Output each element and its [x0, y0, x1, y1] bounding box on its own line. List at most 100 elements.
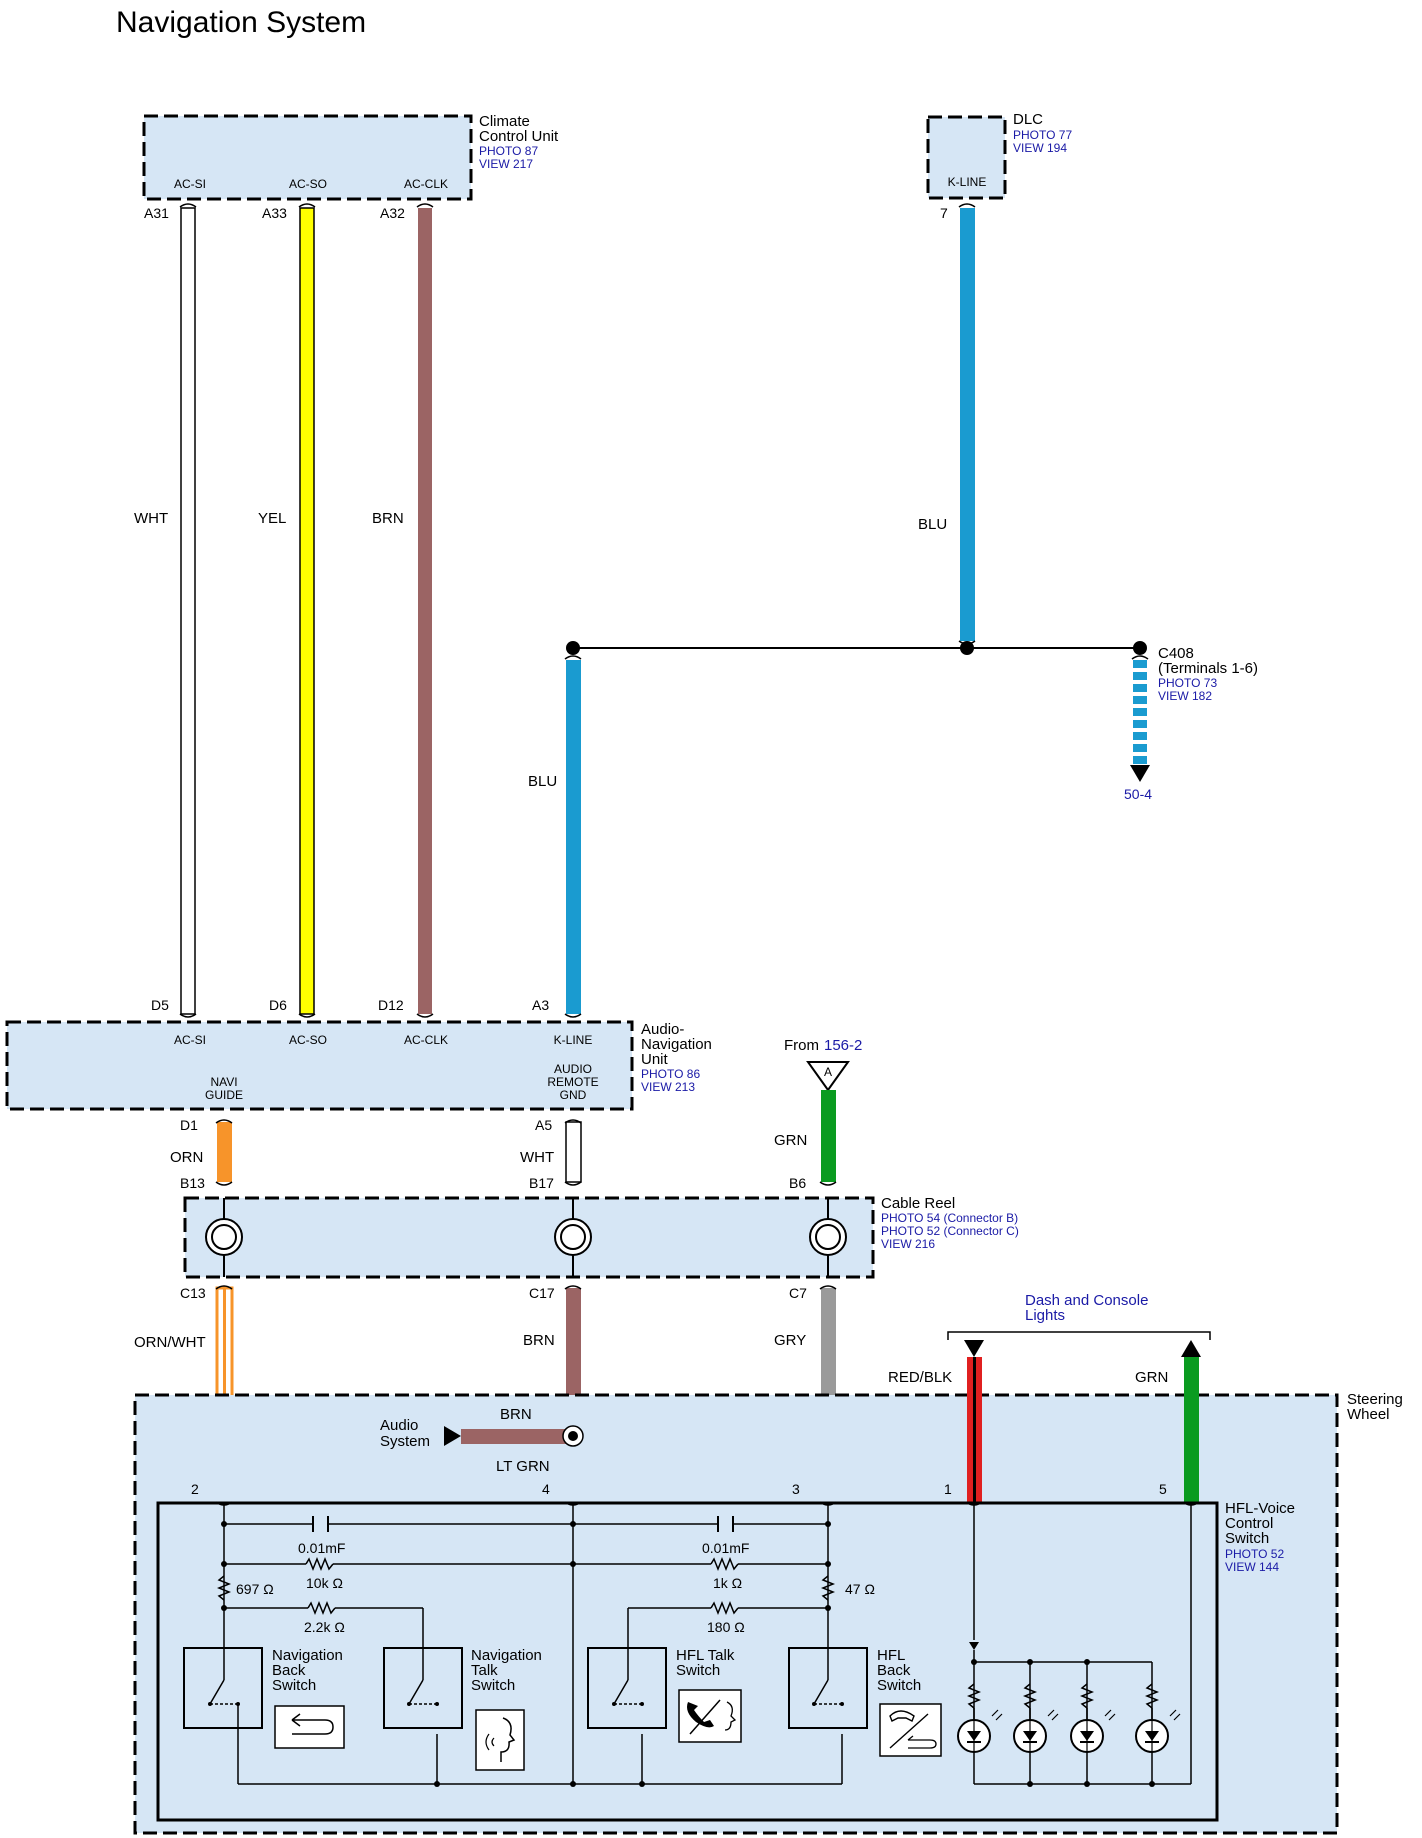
nav-gnd: GND — [560, 1088, 587, 1102]
hfl-photo: PHOTO 52 — [1225, 1547, 1284, 1561]
label-wht: WHT — [134, 510, 168, 527]
pin-a3: A3 — [532, 997, 549, 1013]
hfl-back-label-1: HFL — [877, 1647, 905, 1664]
audio-system-1: Audio — [380, 1417, 418, 1434]
nav-term-kline: K-LINE — [554, 1033, 593, 1047]
dash-lights-1: Dash and Console — [1025, 1292, 1148, 1309]
label-wht2: WHT — [520, 1149, 554, 1166]
c408-photo: PHOTO 73 — [1158, 676, 1217, 690]
pin-a31: A31 — [144, 205, 169, 221]
nav-talk-label-1: Navigation — [471, 1647, 542, 1664]
led-3 — [1070, 1683, 1116, 1753]
cable-reel-view: VIEW 216 — [881, 1237, 935, 1251]
voice-talk-icon — [475, 1709, 525, 1771]
label-orn: ORN — [170, 1149, 203, 1166]
junction-dots — [221, 1521, 1155, 1787]
label-blu-nav: BLU — [528, 773, 557, 790]
pin-b17: B17 — [529, 1175, 554, 1191]
from-letter: A — [824, 1065, 832, 1079]
climate-term-ac-so: AC-SO — [289, 177, 327, 191]
pin-d1: D1 — [180, 1117, 198, 1133]
reel-coil-2 — [554, 1198, 592, 1277]
label-yel: YEL — [258, 510, 286, 527]
dlc-name: DLC — [1013, 111, 1043, 128]
pin-sw-2: 2 — [191, 1481, 199, 1497]
nav-name-3: Unit — [641, 1051, 669, 1068]
from-prefix: From — [784, 1037, 819, 1054]
led-lamps — [957, 1683, 1181, 1753]
pin-sw-4: 4 — [542, 1481, 550, 1497]
pin-a5: A5 — [535, 1117, 552, 1133]
nav-talk-label-3: Switch — [471, 1677, 515, 1694]
nav-audio: AUDIO — [554, 1062, 592, 1076]
reel-coil-3 — [809, 1198, 847, 1277]
nav-navi: NAVI — [210, 1075, 237, 1089]
hfl-name-2: Control — [1225, 1515, 1273, 1532]
reel-coil-1 — [205, 1198, 243, 1277]
hfl-name-1: HFL-Voice — [1225, 1500, 1295, 1517]
r697-value: 697 Ω — [236, 1581, 274, 1597]
label-brn2: BRN — [523, 1332, 555, 1349]
link-50-4[interactable]: 50-4 — [1124, 786, 1152, 802]
cap1-value: 0.01mF — [298, 1540, 345, 1556]
page-title: Navigation System — [116, 6, 367, 39]
pin-a33: A33 — [262, 205, 287, 221]
c408-name: C408 — [1158, 645, 1194, 662]
nav-back-label-2: Back — [272, 1662, 306, 1679]
wire-wht-climate — [180, 207, 196, 1015]
label-gry: GRY — [774, 1332, 806, 1349]
dash-lights-2: Lights — [1025, 1307, 1065, 1324]
c408-view: VIEW 182 — [1158, 689, 1212, 703]
hfl-talk-switch: HFL Talk Switch — [587, 1647, 742, 1743]
link-156-2[interactable]: 156-2 — [824, 1037, 862, 1054]
climate-term-ac-clk: AC-CLK — [404, 177, 448, 191]
pin-sw-5: 5 — [1159, 1481, 1167, 1497]
dlc-term-kline: K-LINE — [948, 175, 987, 189]
steering-wheel-1: Steering — [1347, 1391, 1403, 1408]
led-4 — [1135, 1683, 1181, 1753]
nav-back-switch: Navigation Back Switch — [183, 1647, 345, 1749]
label-grn2: GRN — [1135, 1369, 1168, 1386]
pin-sw-1: 1 — [944, 1481, 952, 1497]
r10k-value: 10k Ω — [306, 1575, 343, 1591]
wire-yel — [299, 207, 315, 1015]
hfl-talk-label-1: HFL Talk — [676, 1647, 735, 1664]
nav-term-ac-si: AC-SI — [174, 1033, 206, 1047]
climate-view: VIEW 217 — [479, 157, 533, 171]
nav-remote: REMOTE — [547, 1075, 598, 1089]
audio-system-2: System — [380, 1433, 430, 1450]
cap2-value: 0.01mF — [702, 1540, 749, 1556]
climate-name-1: Climate — [479, 113, 530, 130]
climate-control-unit: AC-SI AC-SO AC-CLK Climate Control Unit … — [142, 113, 559, 201]
wire-grn-lights — [1184, 1357, 1199, 1502]
cable-reel-name: Cable Reel — [881, 1195, 955, 1212]
nav-term-ac-so: AC-SO — [289, 1033, 327, 1047]
r22k-value: 2.2k Ω — [304, 1619, 345, 1635]
pin-a32: A32 — [380, 205, 405, 221]
pin-c17: C17 — [529, 1285, 555, 1301]
pin-sw-3: 3 — [792, 1481, 800, 1497]
wire-blu-nav — [566, 660, 581, 1014]
wire-orn — [217, 1122, 232, 1182]
wire-blu-dlc — [960, 208, 975, 641]
dash-console-lights: Dash and Console Lights — [947, 1292, 1211, 1357]
pin-d6: D6 — [269, 997, 287, 1013]
led-1 — [957, 1683, 1003, 1753]
kline-bus — [566, 641, 1147, 655]
r180-value: 180 Ω — [707, 1619, 745, 1635]
c408-connector: C408 (Terminals 1-6) PHOTO 73 VIEW 182 5… — [1124, 645, 1258, 802]
climate-name-2: Control Unit — [479, 128, 559, 145]
led-2 — [1013, 1683, 1059, 1753]
pin-c13: C13 — [180, 1285, 206, 1301]
nav-talk-label-2: Talk — [471, 1662, 498, 1679]
c408-terminals: (Terminals 1-6) — [1158, 660, 1258, 677]
wire-grn-from — [821, 1090, 836, 1182]
pin-d12: D12 — [378, 997, 404, 1013]
cable-reel-photo-c: PHOTO 52 (Connector C) — [881, 1224, 1019, 1238]
hfl-back-label-2: Back — [877, 1662, 911, 1679]
hfl-view: VIEW 144 — [1225, 1560, 1279, 1574]
pin-b6: B6 — [789, 1175, 806, 1191]
label-grn: GRN — [774, 1132, 807, 1149]
nav-talk-switch: Navigation Talk Switch — [383, 1647, 542, 1771]
